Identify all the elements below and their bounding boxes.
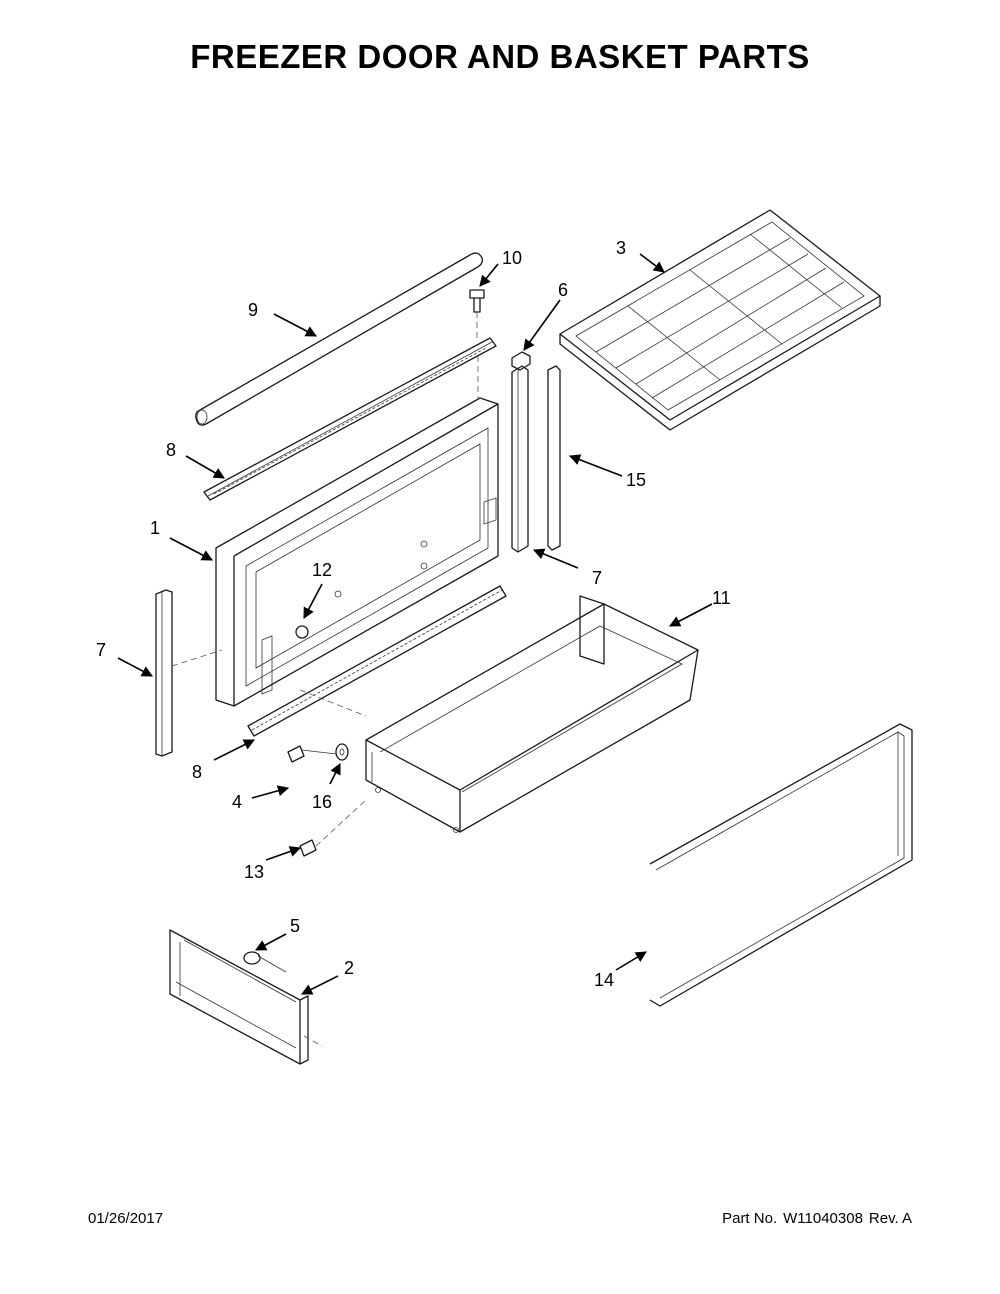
- callout-14: 12: [312, 560, 332, 580]
- callout-7-right: 7: [592, 568, 602, 588]
- callout-6: 6: [558, 280, 568, 300]
- part-1-door-frame: [215, 356, 499, 707]
- callout-10: 15: [626, 470, 646, 490]
- part-10-side-gasket: [547, 365, 561, 551]
- part-3-wire-shelf: [559, 209, 881, 431]
- part-14-bumper: [295, 625, 309, 639]
- callout-4: 4: [232, 792, 242, 812]
- callout-13: 11: [712, 588, 731, 608]
- part-7-right-side-trim: [511, 365, 529, 553]
- revision: Rev. A: [868, 1210, 912, 1227]
- callout-2: 2: [344, 958, 354, 978]
- part-12-screw: [469, 289, 485, 340]
- callout-1: 1: [150, 518, 160, 538]
- callout-15: 13: [244, 862, 264, 882]
- part-4-bolt: [287, 745, 337, 763]
- callout-16: 16: [312, 792, 332, 812]
- part-15-screw: [299, 799, 367, 857]
- part-number-value: W11040308: [783, 1210, 863, 1227]
- page-title: FREEZER DOOR AND BASKET PARTS: [190, 38, 810, 75]
- callout-leaders: [117, 253, 713, 995]
- part-8-lower-trim: [247, 585, 507, 737]
- callout-labels: 3 9 10 6 8 15 1 12 7 11 7 8 4 16 13 5 2 …: [96, 238, 731, 990]
- footer-date: 01/26/2017: [88, 1210, 164, 1227]
- callout-8-upper: 8: [166, 440, 176, 460]
- footer-part-number: Part No. W11040308 Rev. A: [716, 1210, 912, 1227]
- part-2-door-panel: [169, 929, 323, 1065]
- part-13-basket: [299, 595, 699, 833]
- part-7-left-side-trim: [155, 589, 223, 757]
- part-number-label: Part No.: [722, 1210, 778, 1227]
- callout-9: 14: [594, 970, 614, 990]
- callout-8-lower: 8: [192, 762, 202, 782]
- part-16-washer: [335, 743, 349, 761]
- part-11-handle-tube: [195, 252, 484, 426]
- callout-5: 5: [290, 916, 300, 936]
- callout-7-left: 7: [96, 640, 106, 660]
- part-9-door-gasket: [649, 723, 913, 1007]
- part-5-roller: [243, 951, 287, 973]
- callout-3: 3: [616, 238, 626, 258]
- callout-12: 10: [502, 248, 522, 268]
- callout-11: 9: [248, 300, 258, 320]
- part-8-upper-trim: [203, 337, 497, 501]
- part-6-clip: [511, 351, 531, 371]
